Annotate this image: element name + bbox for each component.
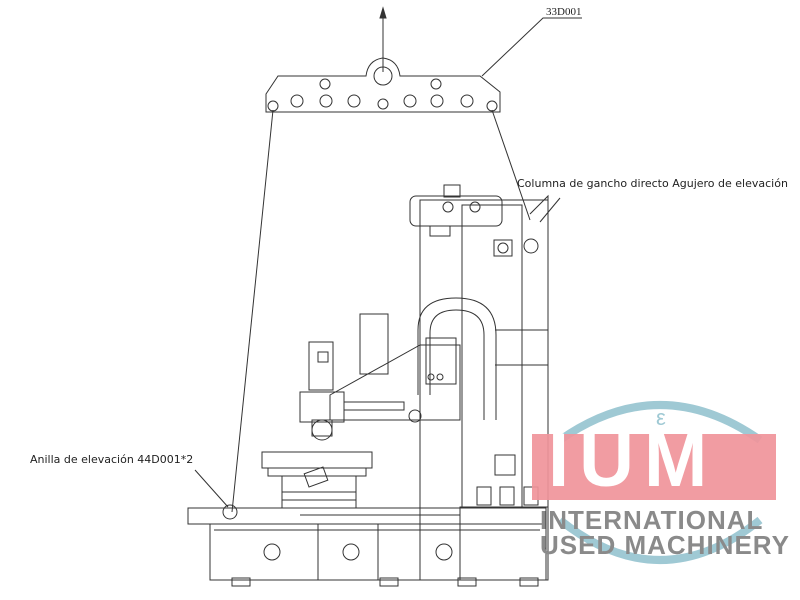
spreader-beam bbox=[265, 57, 501, 113]
column-top-motor bbox=[409, 184, 549, 257]
spreader-code-label: 33D001 bbox=[546, 6, 582, 18]
watermark-logo-icon: ε bbox=[656, 405, 666, 430]
ring-leader bbox=[194, 469, 229, 508]
spreader-leader bbox=[481, 17, 582, 77]
cable-carrier bbox=[417, 297, 497, 420]
spindle-head bbox=[308, 341, 334, 441]
machine-base bbox=[187, 504, 547, 587]
ring-label: Anilla de elevación 44D001*2 bbox=[30, 453, 194, 466]
lifting-slings bbox=[231, 109, 531, 513]
machine-column bbox=[419, 199, 549, 581]
rotary-table bbox=[261, 451, 373, 509]
ium-watermark bbox=[532, 401, 776, 564]
spindle-ram bbox=[299, 313, 461, 423]
watermark-line1: INTERNATIONAL bbox=[540, 505, 764, 535]
watermark-line2: USED MACHINERY bbox=[540, 530, 790, 560]
watermark-brand: IUM bbox=[548, 418, 718, 503]
lift-arrow bbox=[379, 6, 387, 72]
column-hook-leader bbox=[539, 197, 561, 223]
column-hook-label: Columna de gancho directo Agujero de ele… bbox=[517, 177, 788, 190]
